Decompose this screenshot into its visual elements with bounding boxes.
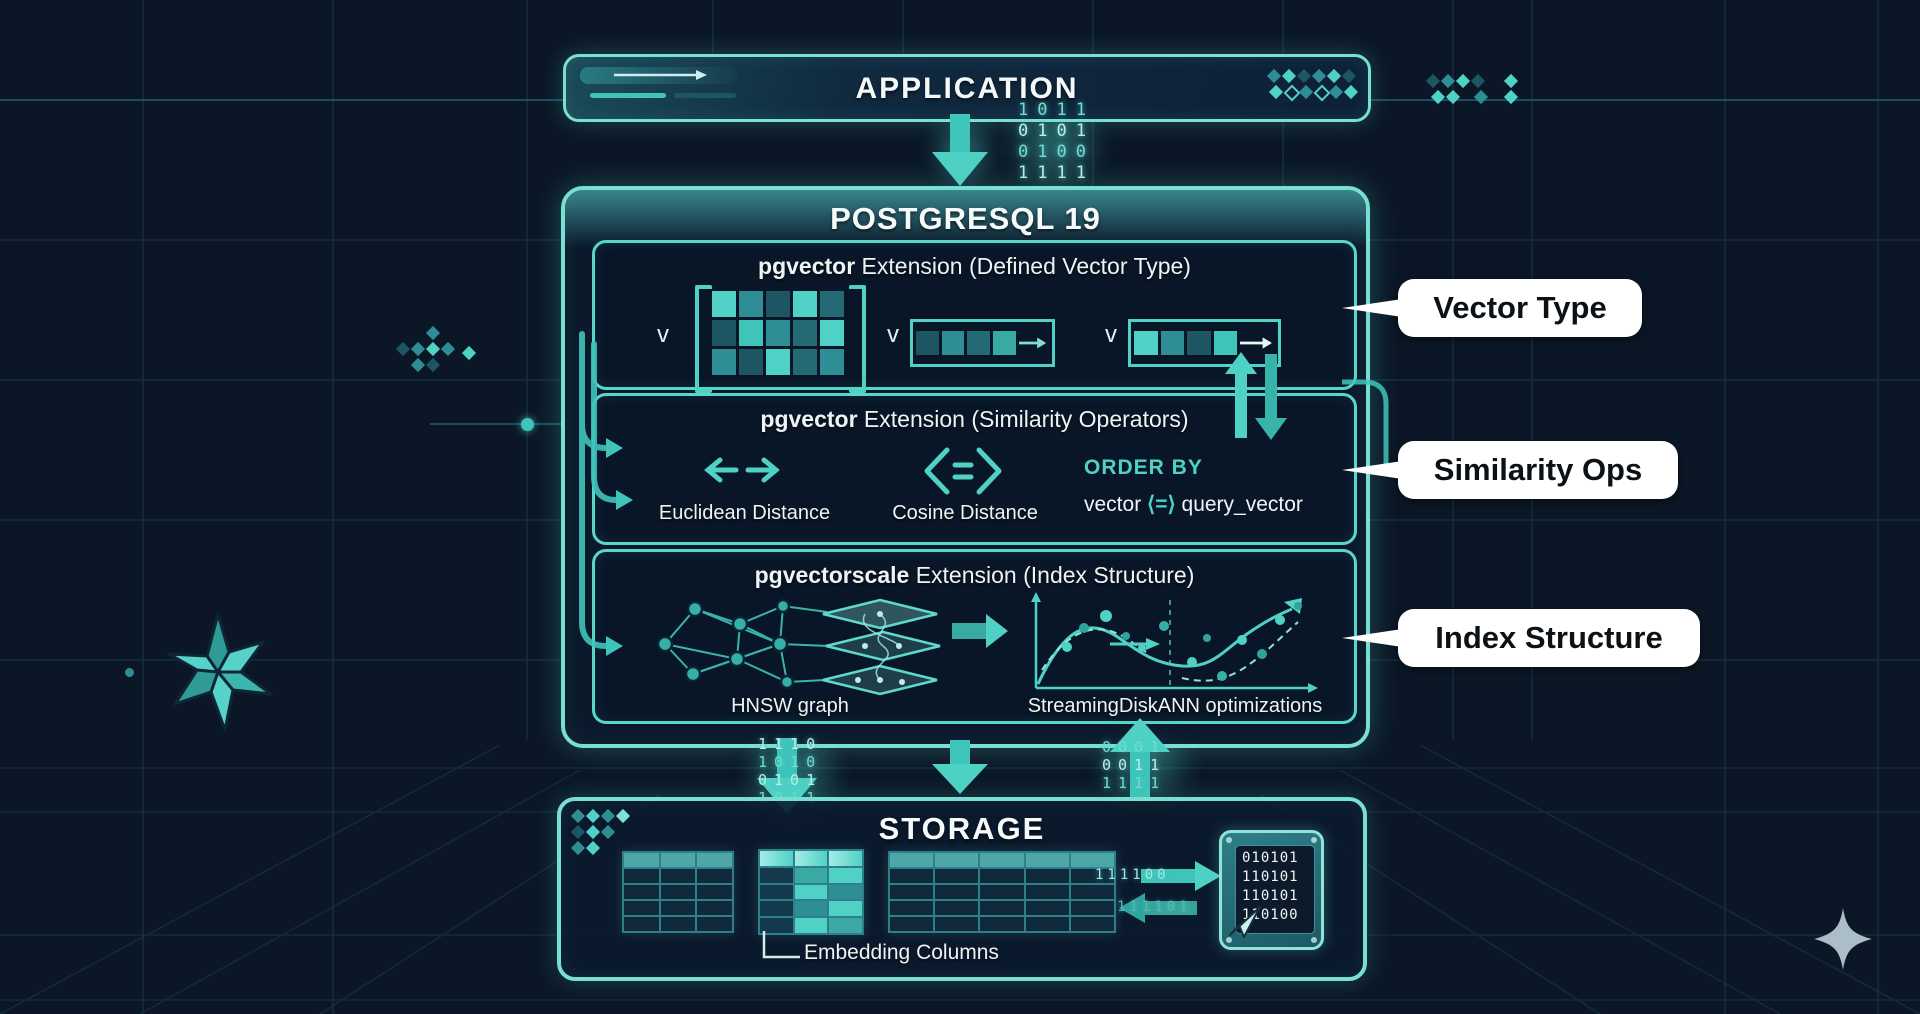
euclidean-distance-icon xyxy=(704,457,780,483)
vector-row-1 xyxy=(910,319,1055,367)
vector-var-label: v xyxy=(887,321,899,348)
vector-arrow-icon xyxy=(1240,337,1272,349)
hnsw-graph-label: HNSW graph xyxy=(731,695,849,717)
write-bits: 111100 xyxy=(1095,867,1170,883)
section-similarity: pgvector Extension (Similarity Operators… xyxy=(592,393,1357,545)
arrow-write-to-disk xyxy=(1141,861,1221,891)
disk-cursor-icon xyxy=(1229,906,1261,938)
order-by-keyword: ORDER BY xyxy=(1084,456,1203,479)
vector-var-label: v xyxy=(1105,321,1117,348)
cosine-distance-icon xyxy=(924,447,1002,495)
callout-vector-type: Vector Type xyxy=(1342,279,1642,337)
storage-table-wide xyxy=(888,851,1116,933)
section-similarity-title: pgvector Extension (Similarity Operators… xyxy=(760,406,1189,432)
order-by-expression: vector ⟨=⟩ query_vector xyxy=(1084,493,1303,516)
section-vector-type: pgvector Extension (Defined Vector Type)… xyxy=(592,240,1357,393)
storage-table-plain xyxy=(622,851,734,933)
vector-row-2 xyxy=(1128,319,1281,367)
section-vector-type-title: pgvector Extension (Defined Vector Type) xyxy=(758,253,1191,279)
diskann-chart-illustration xyxy=(1031,592,1318,693)
diamond-grid-appbar xyxy=(1266,68,1364,103)
arrow-hnsw-to-diskann xyxy=(952,614,1008,648)
callout-similarity-ops: Similarity Ops xyxy=(1342,441,1678,499)
hnsw-graph-illustration xyxy=(656,598,941,696)
storage-table-embedding xyxy=(758,849,864,935)
similarity-operator: ⟨=⟩ xyxy=(1147,493,1176,516)
embedding-callout-line xyxy=(762,931,800,959)
section-index-title: pgvectorscale Extension (Index Structure… xyxy=(754,562,1195,588)
matrix-bracket-right xyxy=(849,285,866,393)
arrow-storage-to-postgres-up xyxy=(1110,718,1170,798)
vector-matrix xyxy=(712,291,844,375)
matrix-bracket-left xyxy=(695,285,712,393)
application-bar: APPLICATION xyxy=(563,54,1371,122)
arrow-read-from-disk xyxy=(1119,893,1197,923)
application-title: APPLICATION xyxy=(855,72,1079,105)
cosine-distance-label: Cosine Distance xyxy=(892,502,1038,524)
star-decoration xyxy=(167,612,273,732)
left-routing-connector xyxy=(579,331,633,656)
section-index-structure: pgvectorscale Extension (Index Structure… xyxy=(592,549,1357,724)
diskann-label: StreamingDiskANN optimizations xyxy=(1027,695,1323,717)
grid-node-dot xyxy=(521,418,534,431)
diamond-cluster-top-right xyxy=(1425,73,1528,106)
read-bits: 111101 xyxy=(1117,899,1192,915)
arrow-app-to-postgres xyxy=(932,114,988,186)
arrow-postgres-to-storage-center xyxy=(932,740,988,794)
feedback-arrows xyxy=(1225,352,1287,440)
postgresql-title: POSTGRESQL 19 xyxy=(830,201,1101,236)
postgresql-header-band xyxy=(565,190,1366,248)
postgresql-box: POSTGRESQL 19 pgvector Extension (Define… xyxy=(561,186,1370,748)
diamond-cluster-left xyxy=(395,325,488,378)
grid-node-dot-small xyxy=(125,668,134,677)
similarity-callout-connector xyxy=(1342,379,1389,470)
arrow-postgres-to-storage-left xyxy=(757,738,817,814)
storage-title: STORAGE xyxy=(878,811,1046,846)
vector-arrow-icon xyxy=(1018,337,1046,349)
euclidean-distance-label: Euclidean Distance xyxy=(658,502,831,524)
vector-var-label: v xyxy=(657,321,669,348)
data-flow-icon xyxy=(580,67,738,98)
callout-index-structure: Index Structure xyxy=(1342,609,1700,667)
embedding-columns-label: Embedding Columns xyxy=(804,941,999,964)
sparkle-decoration xyxy=(1814,908,1872,970)
